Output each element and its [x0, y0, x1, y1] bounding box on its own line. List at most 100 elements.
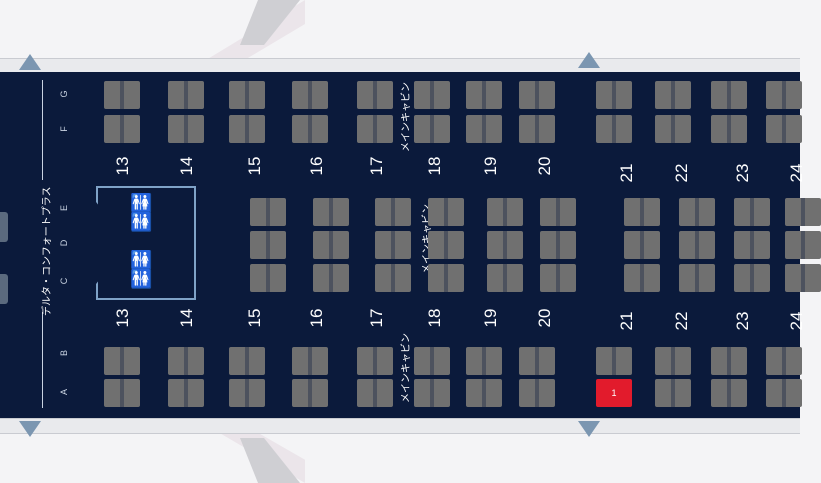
seat[interactable]: [624, 231, 660, 259]
seat[interactable]: [168, 347, 204, 375]
seat[interactable]: [466, 347, 502, 375]
seat[interactable]: [487, 264, 523, 292]
seat[interactable]: [596, 81, 632, 109]
door-marker: [0, 274, 8, 304]
seat[interactable]: [655, 347, 691, 375]
seat[interactable]: [428, 231, 464, 259]
selected-seat[interactable]: 1: [596, 379, 632, 407]
seat[interactable]: [785, 264, 821, 292]
seat[interactable]: [104, 347, 140, 375]
seat[interactable]: [104, 379, 140, 407]
seat[interactable]: [104, 115, 140, 143]
row-number: 13: [113, 308, 132, 328]
seat[interactable]: [624, 264, 660, 292]
seat[interactable]: [313, 231, 349, 259]
seat[interactable]: [711, 115, 747, 143]
seat[interactable]: [104, 81, 140, 109]
row-number: 15: [245, 308, 264, 328]
row-number: 18: [425, 308, 444, 328]
seat[interactable]: [679, 198, 715, 226]
seat[interactable]: [414, 115, 450, 143]
seat[interactable]: [679, 264, 715, 292]
section-divider: [42, 312, 43, 408]
section-divider: [42, 80, 43, 180]
seat[interactable]: [168, 115, 204, 143]
column-label: F: [59, 126, 69, 132]
column-label: C: [59, 277, 69, 285]
row-number: 21: [617, 311, 636, 331]
seat[interactable]: [734, 198, 770, 226]
seat[interactable]: [428, 264, 464, 292]
seat[interactable]: [375, 264, 411, 292]
row-number: 14: [177, 156, 196, 176]
seat[interactable]: [519, 347, 555, 375]
column-label: D: [59, 239, 69, 247]
row-number: 16: [307, 308, 326, 328]
seat[interactable]: [414, 81, 450, 109]
seat[interactable]: [414, 379, 450, 407]
seat[interactable]: [168, 81, 204, 109]
seat[interactable]: [519, 379, 555, 407]
seat[interactable]: [655, 81, 691, 109]
seat[interactable]: [250, 198, 286, 226]
row-number: 23: [733, 163, 752, 183]
row-number: 19: [481, 156, 500, 176]
seat[interactable]: [655, 379, 691, 407]
seat[interactable]: [313, 264, 349, 292]
seat[interactable]: [766, 347, 802, 375]
row-number: 16: [307, 156, 326, 176]
seat[interactable]: [711, 347, 747, 375]
seat[interactable]: [734, 231, 770, 259]
row-number: 13: [113, 156, 132, 176]
seat[interactable]: [540, 231, 576, 259]
seat[interactable]: [766, 81, 802, 109]
seat[interactable]: [375, 198, 411, 226]
seat[interactable]: [292, 379, 328, 407]
seat[interactable]: [711, 81, 747, 109]
column-label: A: [59, 389, 69, 396]
seat[interactable]: [785, 231, 821, 259]
seat[interactable]: [540, 198, 576, 226]
seat[interactable]: [679, 231, 715, 259]
seat[interactable]: [292, 347, 328, 375]
seat[interactable]: [229, 379, 265, 407]
seat[interactable]: [357, 379, 393, 407]
seat[interactable]: [711, 379, 747, 407]
seat[interactable]: [766, 379, 802, 407]
seat[interactable]: [414, 347, 450, 375]
seat[interactable]: [168, 379, 204, 407]
seat[interactable]: [540, 264, 576, 292]
seat[interactable]: [519, 81, 555, 109]
seat[interactable]: [466, 379, 502, 407]
seat[interactable]: [292, 115, 328, 143]
seat[interactable]: [229, 347, 265, 375]
seat[interactable]: [375, 231, 411, 259]
seat[interactable]: [357, 347, 393, 375]
seat[interactable]: [357, 81, 393, 109]
row-number: 17: [367, 308, 386, 328]
seat[interactable]: [466, 115, 502, 143]
seat[interactable]: [785, 198, 821, 226]
seat[interactable]: [487, 198, 523, 226]
seat[interactable]: [250, 231, 286, 259]
seat[interactable]: [357, 115, 393, 143]
seat[interactable]: [487, 231, 523, 259]
seat[interactable]: [466, 81, 502, 109]
seat[interactable]: [596, 347, 632, 375]
column-label: E: [59, 205, 69, 212]
seat[interactable]: [624, 198, 660, 226]
seat[interactable]: [766, 115, 802, 143]
seat[interactable]: [229, 81, 265, 109]
seat[interactable]: [655, 115, 691, 143]
seat[interactable]: [428, 198, 464, 226]
seat[interactable]: [596, 115, 632, 143]
seat[interactable]: [734, 264, 770, 292]
seat[interactable]: [292, 81, 328, 109]
seat[interactable]: [519, 115, 555, 143]
seat[interactable]: [313, 198, 349, 226]
seat[interactable]: [250, 264, 286, 292]
seat[interactable]: [229, 115, 265, 143]
lavatory-icon: 🚻: [130, 193, 153, 213]
column-label: B: [59, 350, 69, 357]
section-label-comfort-plus: デルタ・コンフォートプラス: [42, 186, 53, 317]
